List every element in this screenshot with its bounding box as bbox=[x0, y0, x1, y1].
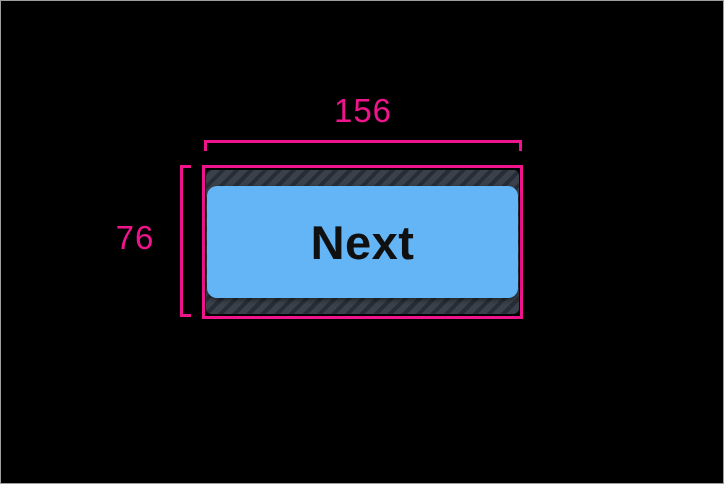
height-dimension-label: 76 bbox=[115, 219, 155, 256]
touch-target-outline: Next bbox=[202, 165, 523, 319]
width-dimension-bracket bbox=[204, 140, 522, 151]
width-dimension-label: 156 bbox=[333, 92, 393, 129]
next-button[interactable]: Next bbox=[207, 186, 518, 298]
height-dimension-bracket bbox=[180, 165, 191, 317]
touch-target-padding-hatch: Next bbox=[206, 170, 519, 314]
